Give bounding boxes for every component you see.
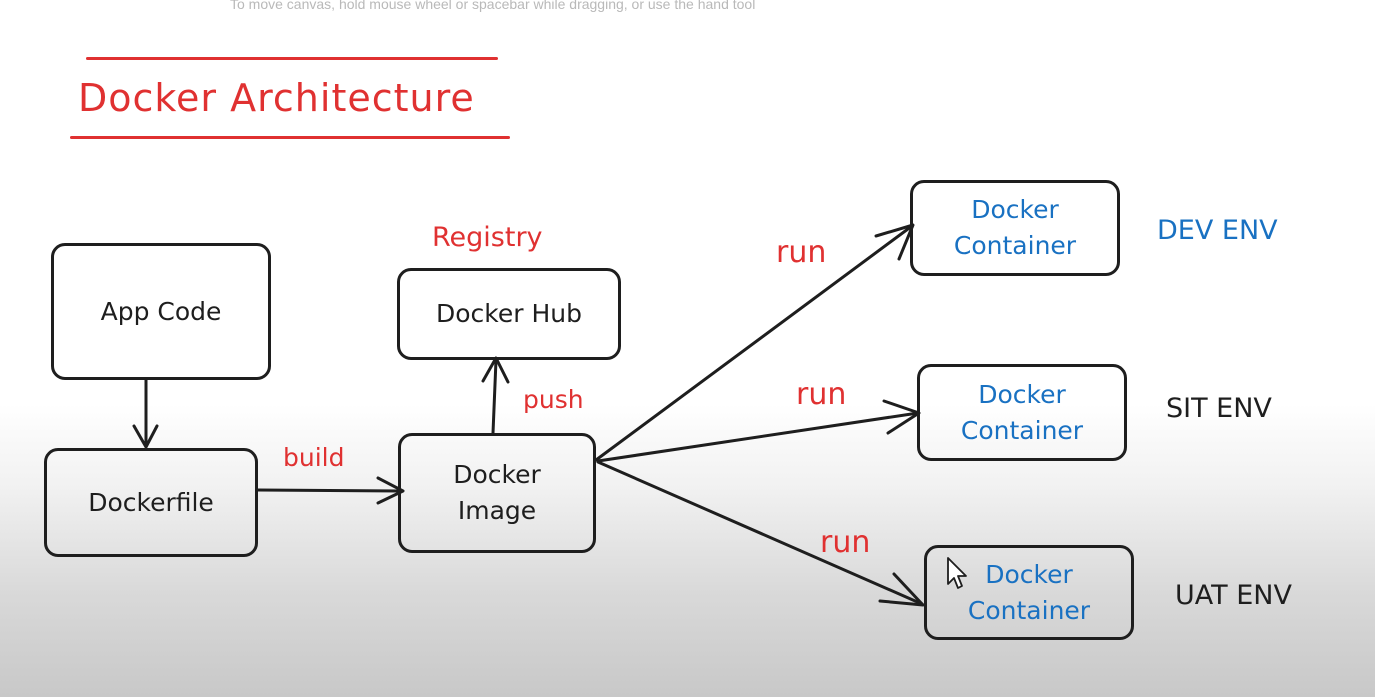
- container-uat-label-line1: Docker: [985, 559, 1073, 589]
- uat-env-label: UAT ENV: [1175, 580, 1292, 611]
- dockerfile-box[interactable]: Dockerfile: [44, 448, 258, 557]
- mouse-pointer-icon: [947, 557, 967, 589]
- container-dev-label-line1: Docker: [971, 195, 1059, 224]
- docker-image-label-line1: Docker: [453, 460, 541, 489]
- diagram-title: Docker Architecture: [78, 76, 475, 120]
- docker-container-sit-box[interactable]: Docker Container: [917, 364, 1127, 461]
- title-underline-bottom: [70, 136, 510, 139]
- run-uat-label: run: [820, 525, 871, 560]
- title-underline-top: [86, 57, 498, 60]
- arrow-run-dev: [594, 224, 914, 462]
- dev-env-label: DEV ENV: [1157, 215, 1278, 246]
- arrow-push: [491, 358, 498, 435]
- docker-image-label-line2: Image: [457, 496, 537, 525]
- arrow-run-uat: [596, 460, 924, 606]
- dockerfile-label: Dockerfile: [88, 487, 214, 517]
- container-dev-label-line2: Container: [953, 231, 1077, 260]
- docker-container-dev-box[interactable]: Docker Container: [910, 180, 1120, 276]
- container-sit-label-line2: Container: [960, 415, 1084, 445]
- canvas-hint-text: To move canvas, hold mouse wheel or spac…: [230, 0, 756, 12]
- run-sit-label: run: [796, 377, 847, 412]
- container-uat-label-line2: Container: [967, 595, 1091, 625]
- docker-container-uat-box[interactable]: Docker Container: [924, 545, 1134, 640]
- docker-hub-box[interactable]: Docker Hub: [397, 268, 621, 360]
- container-sit-label-line1: Docker: [978, 379, 1066, 409]
- docker-hub-label: Docker Hub: [436, 299, 582, 328]
- sit-env-label: SIT ENV: [1166, 393, 1272, 424]
- app-code-box[interactable]: App Code: [51, 243, 271, 380]
- arrow-build: [256, 488, 404, 493]
- build-label: build: [283, 443, 345, 472]
- arrow-run-sit: [596, 411, 920, 463]
- run-dev-label: run: [776, 235, 827, 270]
- docker-image-box[interactable]: Docker Image: [398, 433, 596, 553]
- push-label: push: [523, 385, 584, 414]
- app-code-label: App Code: [100, 296, 222, 326]
- registry-label: Registry: [432, 222, 543, 253]
